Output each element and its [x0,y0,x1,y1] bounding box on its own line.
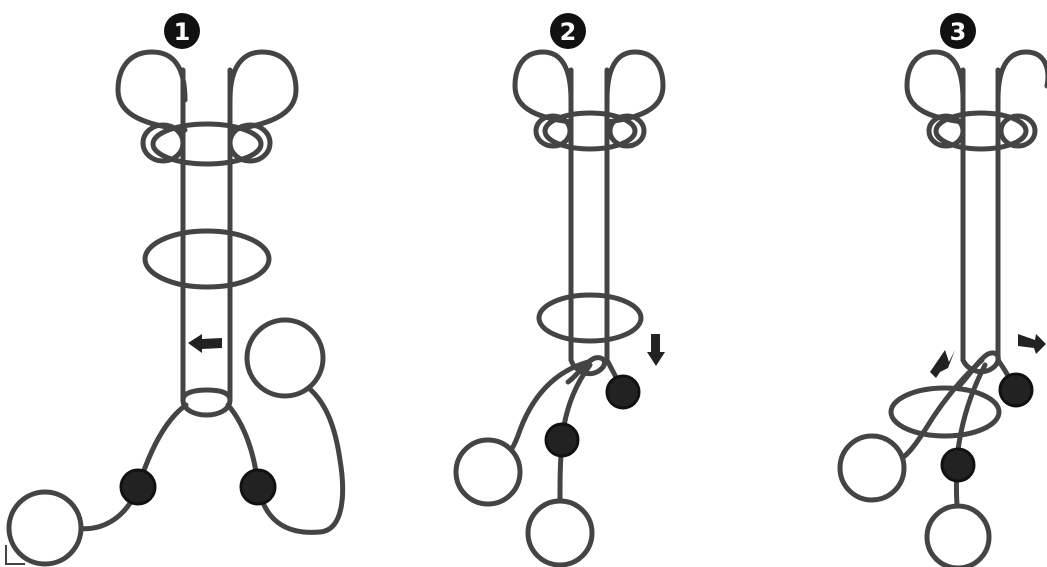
step-2-middle-bead [544,422,580,458]
step-1-left-top-loop [115,49,188,133]
step-3-middle-bead [940,447,976,483]
step-3-left-arrow-icon [930,350,955,378]
step-3-badge-circle [940,13,976,49]
step-1-badge-circle [164,13,200,49]
step-2-middle-end-ring [525,498,595,567]
step-2-small-ring-right [607,113,647,149]
step-1-right-bead [239,468,277,506]
step-3-right-arrow-icon [1018,334,1046,354]
step-2-middle-ring [536,292,644,344]
step-3-badge: 3 [940,13,976,49]
step-1-bottom-loop [180,387,233,418]
step-2-arrow-icon [647,334,665,366]
step-2-badge: 2 [550,13,586,49]
step-3-middle-end-ring [924,503,992,567]
step-3-left-top-loop [904,49,966,125]
step-2-left-top-loop [512,49,574,125]
step-2-collar-ring [542,110,638,152]
step-1-middle-ring [142,228,272,290]
step-1-corner-mark [5,545,25,565]
step-3-lower-ring [888,385,1002,439]
step-3-left-cord [892,357,985,465]
step-1-left-end-ring [6,489,84,567]
step-1-left-bead [119,468,157,506]
step-2-panel: 2 [453,13,666,567]
step-3-left-end-ring [837,433,907,503]
step-1-badge: 1 [164,13,200,49]
step-1-panel: 1 [5,13,346,567]
step-1-arrow-icon [188,334,222,353]
step-3-right-top-loop [995,49,1047,103]
step-2-right-bead [605,374,641,410]
step-3-collar-ring [933,110,1029,152]
step-1-right-end-ring [244,317,326,399]
step-1-left-cord [72,402,189,532]
step-1-right-top-loop [227,49,299,133]
step-3-right-bead [998,372,1034,408]
step-1-number: 1 [174,18,191,46]
step-2-left-end-ring [453,437,523,507]
step-3-small-ring-right [998,113,1038,149]
step-1-collar-ring [150,121,264,167]
step-1-right-cord [225,382,346,535]
step-2-number: 2 [560,18,577,46]
step-2-right-top-loop [604,49,666,125]
step-3-number: 3 [950,18,967,46]
step-2-badge-circle [550,13,586,49]
step-3-panel: 3 [837,13,1047,567]
